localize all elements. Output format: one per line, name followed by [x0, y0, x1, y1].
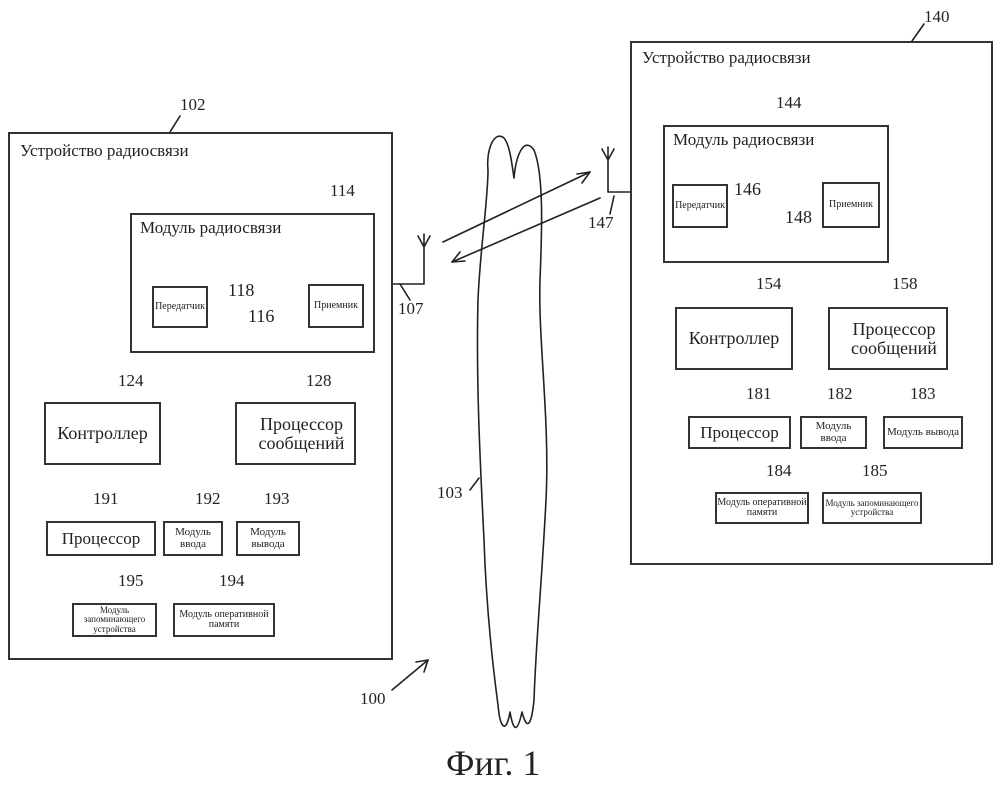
output-module-right: Модуль вывода — [883, 416, 963, 449]
controller-right: Контроллер — [675, 307, 793, 370]
ref-192: 192 — [195, 490, 221, 509]
processor-right-label: Процессор — [690, 418, 789, 447]
ref-144: 144 — [776, 94, 802, 113]
ref-107: 107 — [398, 300, 424, 319]
radio-module-right-title: Модуль радиосвязи — [673, 131, 814, 150]
link-arrow-down — [452, 198, 600, 262]
ref-185: 185 — [862, 462, 888, 481]
storage-module-left: Модуль запоминающего устройства — [72, 603, 157, 637]
ram-module-left: Модуль оперативной памяти — [173, 603, 275, 637]
ref-191: 191 — [93, 490, 119, 509]
controller-left: Контроллер — [44, 402, 161, 465]
ram-module-left-label: Модуль оперативной памяти — [175, 605, 273, 635]
ref-102: 102 — [180, 96, 206, 115]
msg-processor-right: Процессор сообщений — [828, 307, 948, 370]
ref-181: 181 — [746, 385, 772, 404]
ref-195: 195 — [118, 572, 144, 591]
antenna-left-head — [418, 234, 430, 247]
leader-100 — [392, 660, 428, 690]
receiver-left-label: Приемник — [310, 286, 362, 326]
storage-module-left-label: Модуль запоминающего устройства — [74, 605, 155, 635]
ref-148: 148 — [785, 208, 812, 228]
receiver-right-label: Приемник — [824, 184, 878, 226]
ram-module-right: Модуль оперативной памяти — [715, 492, 809, 524]
transmitter-right: Передатчик — [672, 184, 728, 228]
ref-182: 182 — [827, 385, 853, 404]
leader-102 — [170, 116, 180, 132]
transmitter-left-label: Передатчик — [154, 288, 206, 326]
leader-147 — [610, 196, 614, 214]
ref-158: 158 — [892, 275, 918, 294]
receiver-left: Приемник — [308, 284, 364, 328]
output-module-left-label: Модуль вывода — [238, 523, 298, 554]
storage-module-right: Модуль запоминающего устройства — [822, 492, 922, 524]
ref-140: 140 — [924, 8, 950, 27]
antenna-right-head — [602, 147, 614, 160]
ref-146: 146 — [734, 180, 761, 200]
msg-processor-left: Процессор сообщений — [235, 402, 356, 465]
ref-103: 103 — [437, 484, 463, 503]
link-arrow-up — [443, 172, 590, 242]
ref-154: 154 — [756, 275, 782, 294]
output-module-right-label: Модуль вывода — [885, 418, 961, 447]
controller-right-label: Контроллер — [677, 309, 791, 368]
leader-107 — [400, 284, 410, 300]
radio-module-left-title: Модуль радиосвязи — [140, 219, 281, 238]
figure-caption: Фиг. 1 — [446, 744, 540, 784]
input-module-right-label: Модуль ввода — [802, 418, 865, 447]
device-left: Устройство радиосвязи — [8, 132, 393, 660]
device-right: Устройство радиосвязи — [630, 41, 993, 565]
ram-module-right-label: Модуль оперативной памяти — [717, 494, 807, 522]
ref-193: 193 — [264, 490, 290, 509]
leader-140 — [912, 24, 924, 41]
device-left-title: Устройство радиосвязи — [20, 142, 189, 161]
transmitter-right-label: Передатчик — [674, 186, 726, 226]
input-module-left: Модуль ввода — [163, 521, 223, 556]
ref-128: 128 — [306, 372, 332, 391]
msg-processor-right-label: Процессор сообщений — [830, 309, 958, 368]
processor-left: Процессор — [46, 521, 156, 556]
storage-module-right-label: Модуль запоминающего устройства — [824, 494, 920, 522]
ref-147: 147 — [588, 214, 614, 233]
transmitter-left: Передатчик — [152, 286, 208, 328]
ref-184: 184 — [766, 462, 792, 481]
ref-118: 118 — [228, 281, 254, 301]
ref-100: 100 — [360, 690, 386, 709]
output-module-left: Модуль вывода — [236, 521, 300, 556]
ref-194: 194 — [219, 572, 245, 591]
controller-left-label: Контроллер — [46, 404, 159, 463]
ref-114: 114 — [330, 182, 355, 201]
ref-116: 116 — [248, 307, 274, 327]
msg-processor-left-label: Процессор сообщений — [237, 404, 366, 463]
processor-right: Процессор — [688, 416, 791, 449]
processor-left-label: Процессор — [48, 523, 154, 554]
device-right-title: Устройство радиосвязи — [642, 49, 811, 68]
ref-183: 183 — [910, 385, 936, 404]
receiver-right: Приемник — [822, 182, 880, 228]
input-module-right: Модуль ввода — [800, 416, 867, 449]
input-module-left-label: Модуль ввода — [165, 523, 221, 554]
leader-103 — [470, 478, 479, 490]
ref-124: 124 — [118, 372, 144, 391]
